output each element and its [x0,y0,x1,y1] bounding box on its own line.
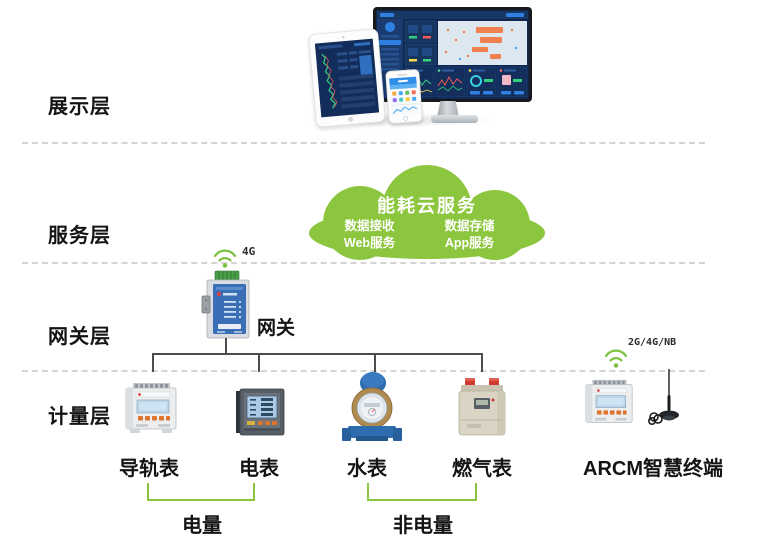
monitor-stand-neck [437,101,459,117]
meter-label-water: 水表 [347,458,387,480]
arcm-terminal-illustration [585,379,633,423]
separator-service-gateway [22,262,705,264]
wifi-icon [604,349,628,368]
connector-drop-water-meter [374,353,376,372]
rail-meter-illustration [125,383,177,433]
energy-cloud-service: 能耗云服务 数据接收 Web服务 数据存储 App服务 [302,165,552,260]
layer-label-gateway: 网关层 [48,326,111,348]
layer-label-metering: 计量层 [48,406,111,428]
separator-display-service [22,142,705,144]
meter-label-rail: 导轨表 [119,458,179,480]
cloud-service-item: 数据存储 [444,219,495,233]
cloud-service-item: 数据接收 [344,219,395,233]
group-label-electric: 电量 [182,515,222,537]
antenna-illustration [648,369,679,425]
cloud-service-item: Web服务 [343,236,396,250]
gateway-wireless-label: 4G [242,245,256,258]
gateway-device-illustration [201,270,250,339]
cloud-services-right: 数据存储 App服务 [422,218,517,252]
separator-gateway-metering [22,370,705,372]
meter-label-gas: 燃气表 [452,458,512,480]
connector-drop-rail-meter [152,353,154,372]
arcm-wireless-label: 2G/4G/NB [628,337,677,348]
layer-label-display: 展示层 [48,96,111,118]
cloud-services-left: 数据接收 Web服务 [322,218,417,252]
group-label-non-electric: 非电量 [393,515,453,537]
meter-label-power: 电表 [239,458,279,480]
meter-label-arcm: ARCM智慧终端 [583,458,723,480]
gas-meter-illustration [458,378,506,436]
connector-drop-power-meter [258,353,260,372]
cloud-title: 能耗云服务 [377,196,477,216]
tablet-dashboard-screen [314,35,380,122]
power-meter-illustration [236,388,285,436]
connector-gateway-stem [225,338,227,354]
connector-drop-gas-meter [481,353,483,372]
layer-label-service: 服务层 [48,225,111,247]
gateway-label: 网关 [257,318,296,339]
bracket-non-electric-group [367,483,477,501]
tablet-device [308,28,386,128]
wifi-icon [213,249,237,268]
smartphone-device [385,68,423,125]
monitor-stand-base [431,115,478,123]
cloud-service-item: App服务 [444,236,495,250]
bracket-electric-group [147,483,255,501]
cloud-shape [309,165,545,260]
connector-bus [152,353,483,355]
phone-app-screen [389,73,419,121]
water-meter-illustration [342,372,402,441]
